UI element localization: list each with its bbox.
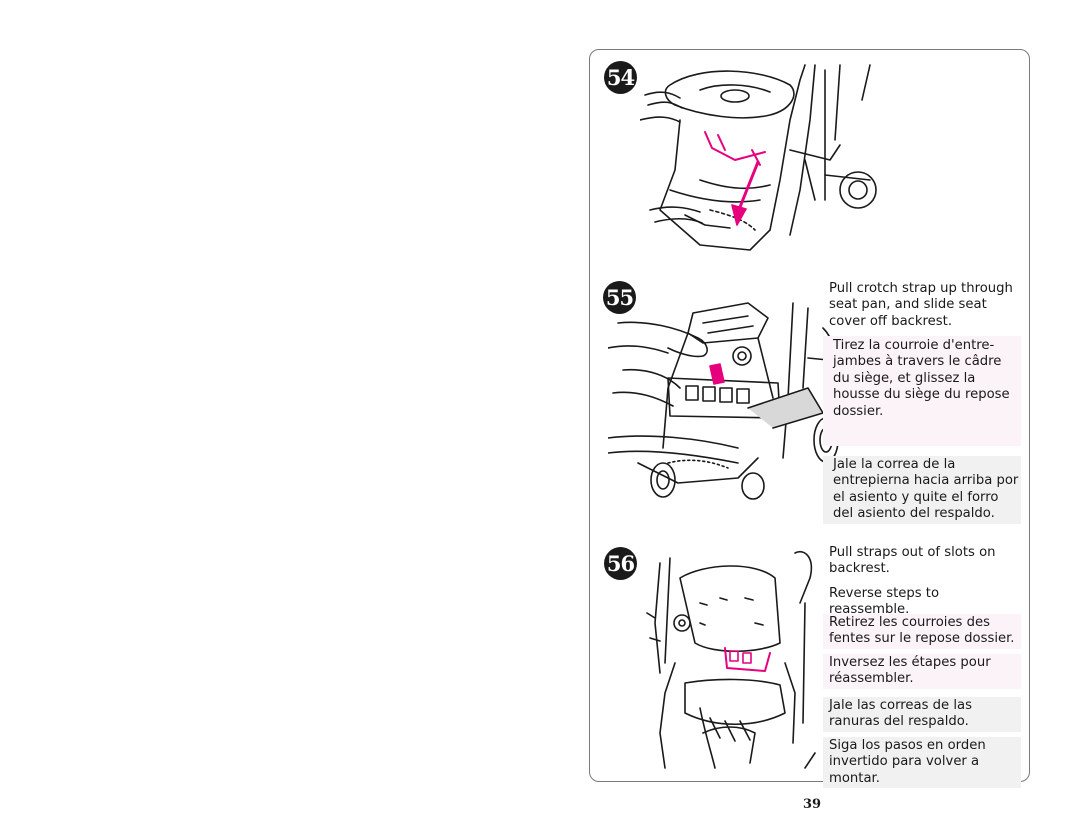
step55-instruction-fr: Tirez la courroie d'entre-jambes à trave…	[823, 336, 1021, 446]
step56-instruction-fr-1: Retirez les courroies des fentes sur le …	[823, 614, 1021, 649]
instruction-panel	[589, 49, 1030, 782]
step56-instruction-fr-2: Inversez les étapes pour réassembler.	[823, 654, 1021, 689]
step56-instruction-en-1: Pull straps out of slots on backrest.	[829, 545, 996, 577]
step56-instruction-es-2: Siga los pasos en orden invertido para v…	[823, 737, 1021, 789]
step-number-55: 55	[603, 281, 636, 314]
step55-instruction-en: Pull crotch strap up through seat pan, a…	[829, 281, 1013, 329]
step-number-56: 56	[604, 547, 637, 580]
straps-out-of-backrest-icon	[646, 551, 816, 769]
crotch-strap-seat-pan-icon	[608, 302, 839, 500]
step56-instruction-en-2: Reverse steps to reassemble.	[829, 586, 940, 618]
step-number-54: 54	[604, 61, 637, 94]
hands-lifting-seat-tray-icon	[640, 64, 877, 251]
step55-instruction-es: Jale la correa de la entrepierna hacia a…	[823, 456, 1021, 524]
step56-instruction-es-1: Jale las correas de las ranuras del resp…	[823, 697, 1021, 732]
page-number: 39	[802, 797, 822, 812]
